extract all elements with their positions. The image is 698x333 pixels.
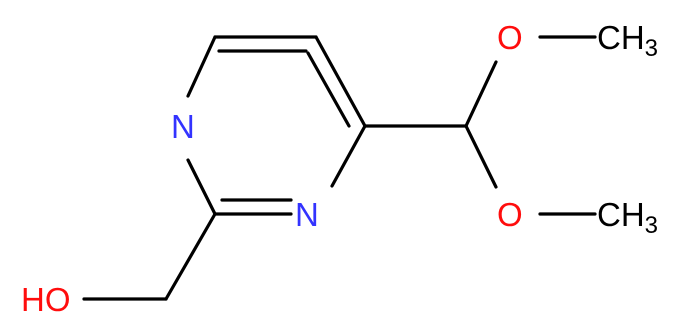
bonds	[82, 35, 597, 301]
methyl-top-text: CH	[597, 19, 645, 56]
methyl-top-label: CH3	[597, 19, 658, 62]
methyl-bottom-subscript: 3	[645, 212, 658, 239]
bond-cacetal-o-bottom	[464, 124, 498, 189]
ring-n-top-label: N	[171, 108, 195, 145]
bond-c6-n1	[186, 35, 217, 98]
methyl-top-subscript: 3	[645, 35, 658, 62]
hydroxyl-label: HO	[21, 281, 71, 318]
bond-c4-c5	[314, 35, 367, 128]
methyl-bottom-text: CH	[597, 196, 645, 233]
bond-n3-c4	[330, 124, 367, 188]
bond-n1-c2	[186, 158, 217, 216]
bond-cacetal-o-top	[464, 60, 498, 128]
methyl-bottom-label: CH3	[597, 196, 658, 239]
bond-c2-ch2	[164, 212, 217, 301]
methoxy-o-bottom-label: O	[497, 196, 523, 233]
methoxy-o-top-label: O	[497, 19, 523, 56]
ring-n-bottom-label: N	[295, 196, 319, 233]
bond-c4-c5-inner	[306, 51, 351, 128]
atom-labels: N N HO O O CH3 CH3	[21, 19, 658, 318]
